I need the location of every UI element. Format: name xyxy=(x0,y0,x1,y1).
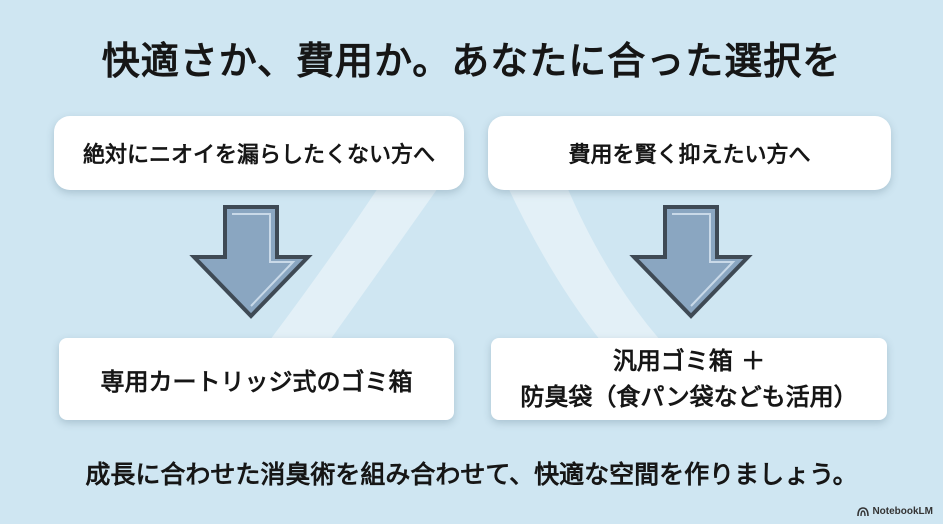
footer-message: 成長に合わせた消臭術を組み合わせて、快適な空間を作りましょう。 xyxy=(85,460,858,489)
page-title: 快適さか、費用か。あなたに合った選択を xyxy=(101,39,842,83)
option-left-solution-label: 専用カートリッジ式のゴミ箱 xyxy=(100,367,413,396)
notebooklm-logo: NotebookLM xyxy=(857,506,933,517)
background-ribbon-right xyxy=(500,170,660,340)
notebooklm-icon xyxy=(857,506,870,516)
down-arrow-icon xyxy=(189,205,313,319)
down-arrow-icon xyxy=(629,205,753,319)
option-right-solution: 汎用ゴミ箱 ＋ 防臭袋（食パン袋なども活用） xyxy=(491,338,887,420)
option-left-audience-label: 絶対にニオイを漏らしたくない方へ xyxy=(82,143,435,168)
option-left-audience: 絶対にニオイを漏らしたくない方へ xyxy=(54,116,464,190)
option-right-solution-line2: 防臭袋（食パン袋なども活用） xyxy=(520,383,858,411)
option-right-audience: 費用を賢く抑えたい方へ xyxy=(488,116,891,190)
logo-text: NotebookLM xyxy=(872,506,933,517)
option-left-solution: 専用カートリッジ式のゴミ箱 xyxy=(59,338,454,420)
background-ribbon-left xyxy=(270,185,440,340)
option-right-solution-line1: 汎用ゴミ箱 ＋ xyxy=(612,347,766,375)
option-right-audience-label: 費用を賢く抑えたい方へ xyxy=(568,143,811,168)
